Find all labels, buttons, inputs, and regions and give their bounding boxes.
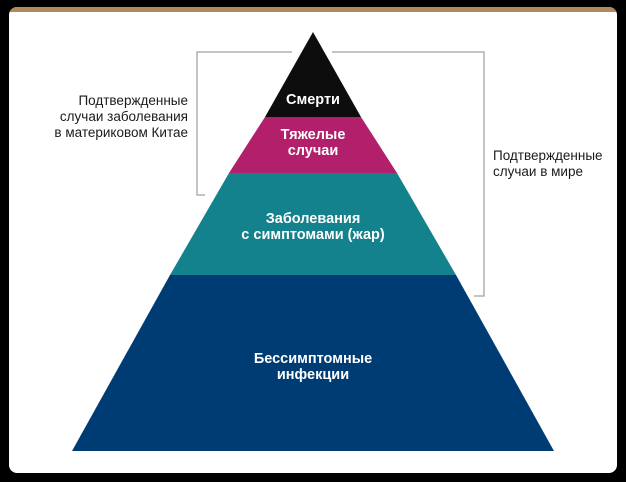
pyramid-level-symptomatic bbox=[170, 173, 456, 275]
label-confirmed-world: Подтвержденные случаи в мире bbox=[493, 148, 618, 180]
label-confirmed-china: Подтвержденные случаи заболевания в мате… bbox=[20, 93, 188, 141]
label-confirmed-china-line-2: случаи заболевания bbox=[59, 109, 188, 124]
label-symptomatic-line-2: с симптомами (жар) bbox=[241, 227, 385, 243]
label-confirmed-china-line-3: в материковом Китае bbox=[54, 125, 188, 140]
label-severe-line-1: Тяжелые bbox=[280, 127, 346, 143]
label-deaths-line-1: Смерти bbox=[286, 92, 340, 108]
label-symptomatic-line-1: Заболевания bbox=[265, 211, 361, 227]
label-severe-line-2: случаи bbox=[287, 143, 339, 159]
pyramid-level-deaths bbox=[265, 32, 361, 117]
label-asymptomatic: Бессимптомные инфекции bbox=[223, 351, 403, 383]
bracket-left bbox=[196, 51, 292, 196]
pyramid-level-severe bbox=[229, 117, 397, 173]
label-confirmed-world-line-2: случаи в мире bbox=[493, 164, 583, 179]
label-deaths: Смерти bbox=[263, 92, 363, 108]
label-asymptomatic-line-2: инфекции bbox=[276, 367, 350, 383]
accent-bar bbox=[9, 7, 617, 12]
label-symptomatic: Заболевания с симптомами (жар) bbox=[223, 211, 403, 243]
label-confirmed-world-line-1: Подтвержденные bbox=[493, 148, 603, 163]
label-confirmed-china-line-1: Подтвержденные bbox=[78, 93, 188, 108]
label-severe: Тяжелые случаи bbox=[253, 127, 373, 159]
pyramid-level-asymptomatic bbox=[72, 275, 554, 451]
label-asymptomatic-line-1: Бессимптомные bbox=[253, 351, 373, 367]
bracket-right bbox=[332, 51, 485, 297]
